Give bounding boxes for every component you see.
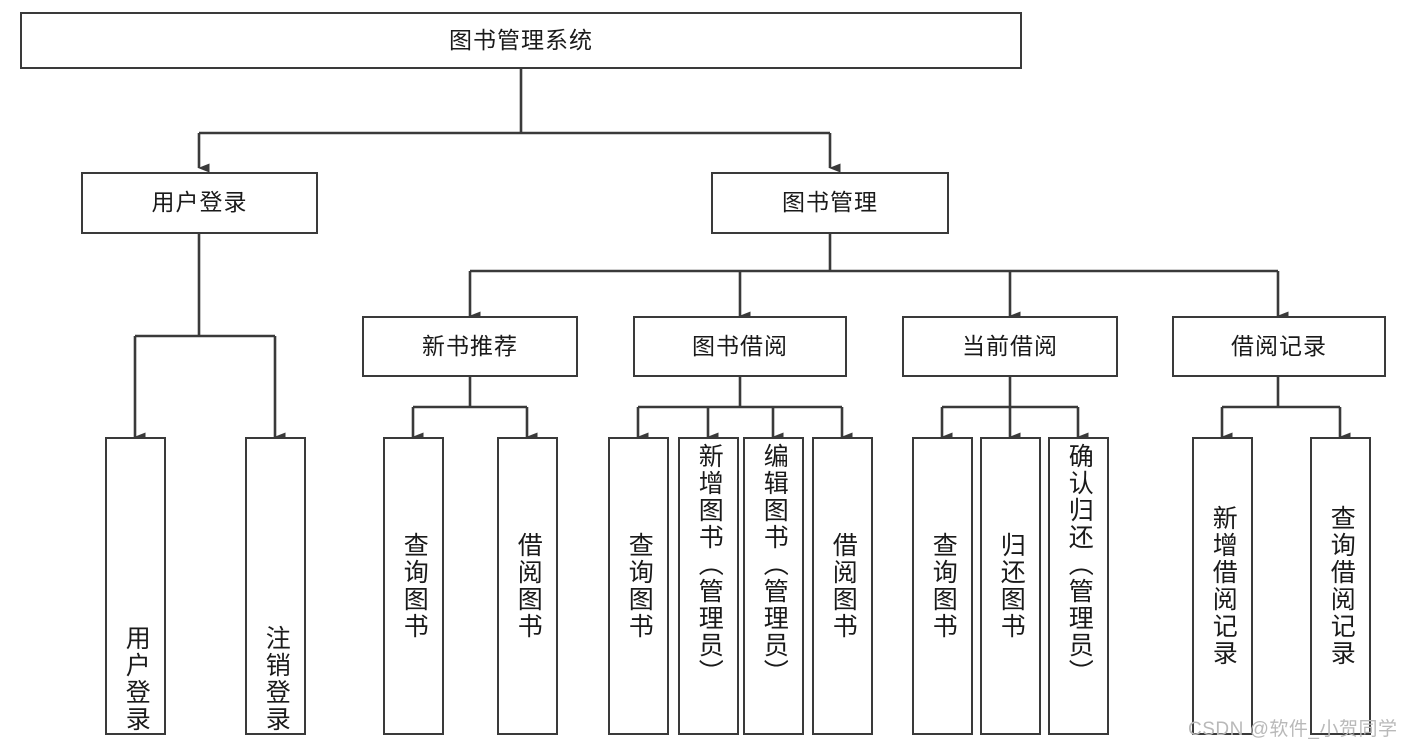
leaf-return-book[interactable]: 归还图书 (980, 437, 1041, 735)
node-label: 图书管理系统 (449, 26, 593, 53)
node-label: 图书借阅 (692, 332, 788, 359)
node-label: 编辑图书（管理员） (760, 443, 789, 686)
leaf-text-wrap: 编辑图书（管理员） (745, 439, 802, 737)
leaf-text-wrap: 新增借阅记录 (1194, 439, 1251, 733)
leaf-confirm-return-admin[interactable]: 确认归还（管理员） (1048, 437, 1109, 735)
node-book-borrow[interactable]: 图书借阅 (633, 316, 847, 377)
node-label: 新书推荐 (422, 332, 518, 359)
node-borrow-records[interactable]: 借阅记录 (1172, 316, 1386, 377)
leaf-text-wrap: 查询借阅记录 (1312, 439, 1369, 733)
leaf-query-book-current[interactable]: 查询图书 (912, 437, 973, 735)
leaf-text-wrap: 查询图书 (610, 439, 667, 733)
node-label: 新增图书（管理员） (695, 443, 724, 686)
node-label: 归还图书 (997, 532, 1026, 640)
leaf-borrow-book[interactable]: 借阅图书 (812, 437, 873, 735)
leaf-borrow-book-recommend[interactable]: 借阅图书 (497, 437, 558, 735)
node-label: 查询图书 (400, 532, 429, 640)
leaf-user-login[interactable]: 用户登录 (105, 437, 166, 735)
node-user-login[interactable]: 用户登录 (81, 172, 318, 234)
leaf-text-wrap: 借阅图书 (499, 439, 556, 733)
leaf-text-wrap: 归还图书 (982, 439, 1039, 733)
leaf-text-wrap: 查询图书 (914, 439, 971, 733)
node-label: 新增借阅记录 (1209, 505, 1238, 667)
node-label: 当前借阅 (962, 332, 1058, 359)
node-label: 借阅图书 (514, 532, 543, 640)
node-label: 查询借阅记录 (1327, 505, 1356, 667)
leaf-text-wrap: 新增图书（管理员） (680, 439, 737, 737)
node-current-borrow[interactable]: 当前借阅 (902, 316, 1118, 377)
leaf-query-book-recommend[interactable]: 查询图书 (383, 437, 444, 735)
node-label: 借阅图书 (829, 532, 858, 640)
leaf-add-borrow-record[interactable]: 新增借阅记录 (1192, 437, 1253, 735)
node-label: 查询图书 (625, 532, 654, 640)
leaf-query-borrow-record[interactable]: 查询借阅记录 (1310, 437, 1371, 735)
leaf-text-wrap: 用户登录 (107, 439, 164, 747)
leaf-add-book-admin[interactable]: 新增图书（管理员） (678, 437, 739, 735)
node-label: 借阅记录 (1231, 332, 1327, 359)
node-label: 用户登录 (151, 189, 248, 216)
node-label: 图书管理 (782, 189, 878, 216)
leaf-logout[interactable]: 注销登录 (245, 437, 306, 735)
watermark-text: CSDN @软件_小贺同学 (1188, 719, 1398, 740)
node-label: 确认归还（管理员） (1065, 443, 1094, 686)
leaf-edit-book-admin[interactable]: 编辑图书（管理员） (743, 437, 804, 735)
node-label: 查询图书 (929, 532, 958, 640)
csdn-watermark: CSDN @软件_小贺同学 (1188, 714, 1397, 741)
node-new-book-recommend[interactable]: 新书推荐 (362, 316, 578, 377)
node-label: 用户登录 (122, 625, 151, 733)
leaf-text-wrap: 查询图书 (385, 439, 442, 733)
leaf-text-wrap: 借阅图书 (814, 439, 871, 733)
node-label: 注销登录 (262, 625, 291, 733)
node-book-management-system[interactable]: 图书管理系统 (20, 12, 1022, 69)
leaf-query-book-borrow[interactable]: 查询图书 (608, 437, 669, 735)
leaf-text-wrap: 确认归还（管理员） (1050, 439, 1107, 737)
node-book-management[interactable]: 图书管理 (711, 172, 949, 234)
leaf-text-wrap: 注销登录 (247, 439, 304, 747)
